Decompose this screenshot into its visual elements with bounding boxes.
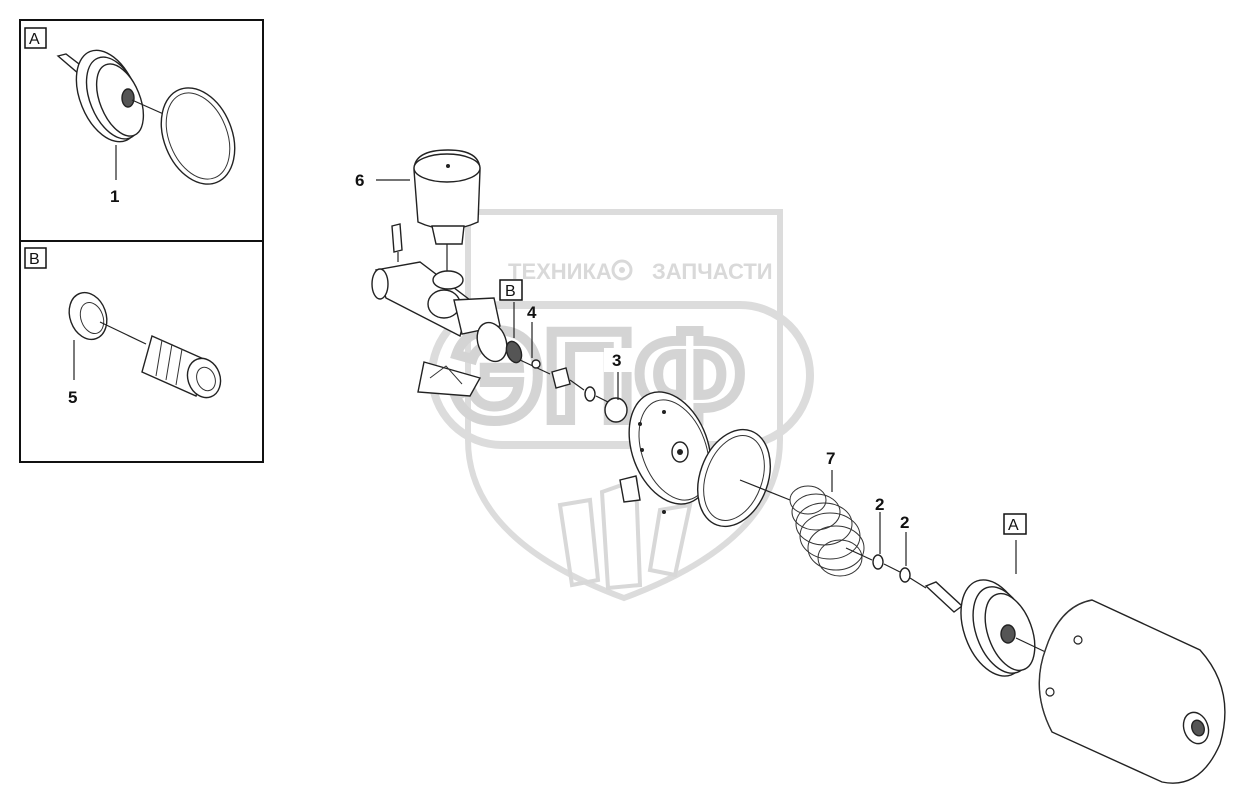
inset-b-piston [141, 335, 222, 399]
watermark-text-right: ЗАПЧАСТИ [652, 259, 773, 284]
master-cylinder [371, 223, 523, 397]
callout-7: 7 [826, 449, 835, 468]
spring [789, 485, 865, 577]
piston-a [924, 579, 1036, 677]
callout-5: 5 [68, 388, 77, 407]
callout-a-box [1003, 513, 1027, 535]
large-o-ring [697, 428, 771, 528]
inset-a: A 1 [19, 19, 264, 242]
inset-a-letter-box [24, 27, 47, 49]
inset-a-seal-ring [160, 87, 236, 185]
reservoir [413, 149, 481, 280]
callout-6: 6 [355, 171, 364, 190]
washer [584, 386, 596, 402]
nut [551, 367, 571, 389]
callout-1: 1 [110, 187, 119, 206]
callout-b-box [499, 279, 523, 301]
mounting-flange [619, 391, 712, 514]
small-ring-2b [899, 567, 911, 583]
watermark-text-left: ТЕХНИКА [508, 259, 612, 284]
small-ring-2a [872, 554, 884, 570]
callout-3: 3 [612, 351, 621, 370]
inset-b-cup-seal [68, 291, 108, 341]
inset-b-letter-box [24, 247, 47, 269]
cylinder-housing [1038, 599, 1226, 784]
inset-b: B 5 [19, 240, 264, 463]
callout-2a: 2 [875, 495, 884, 514]
retaining-ring [531, 359, 541, 369]
watermark-shield [465, 209, 783, 602]
plate-3 [604, 397, 628, 423]
callout-b-letter: B [505, 283, 516, 300]
inset-b-frame [19, 240, 264, 463]
inset-a-letter: A [29, 31, 40, 48]
callout-2b: 2 [900, 513, 909, 532]
callout-4: 4 [527, 303, 537, 322]
inset-b-letter: B [29, 251, 40, 268]
inset-a-piston [56, 49, 145, 143]
callout-a-letter: A [1008, 517, 1019, 534]
gear-icon [611, 259, 633, 281]
